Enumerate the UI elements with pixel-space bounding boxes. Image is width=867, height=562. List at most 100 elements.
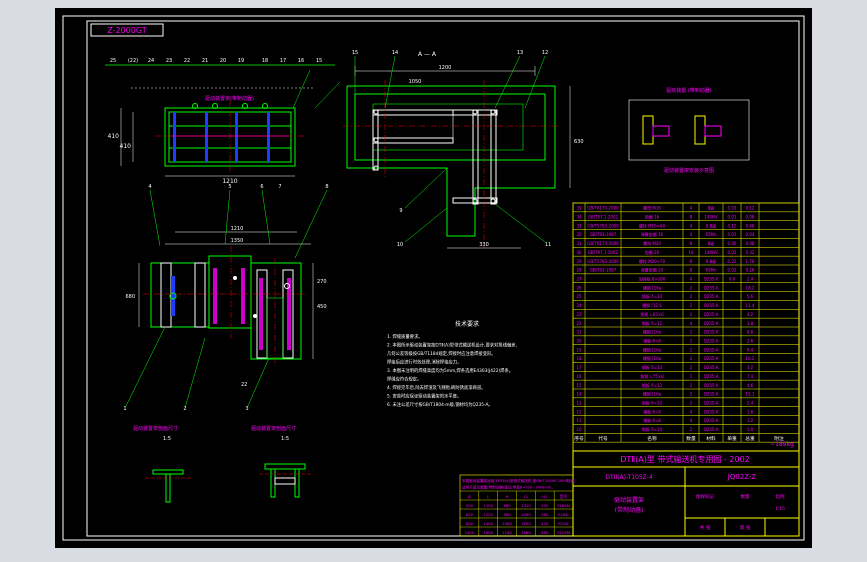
bom-cell: 65Mn: [705, 232, 717, 237]
bom-cell: 1: [690, 374, 693, 379]
bom-cell: 垫圈 20: [645, 249, 660, 255]
revision-cell: 1250: [483, 512, 493, 517]
cell-qty: 数量: [741, 493, 750, 500]
bom-cell: 4: [690, 232, 693, 237]
inset-caption: 驱动装置架安装示意图: [664, 167, 714, 174]
revision-cell: 335: [541, 503, 549, 508]
bom-cell: 140HV: [704, 250, 718, 255]
title-line: DTⅡ(A)型 带式输送机专用图 - 2002: [620, 454, 750, 464]
bom-cell: GB/T93-1987: [590, 232, 617, 237]
callout-top-10: 16: [298, 58, 304, 64]
dim-front-2: 1350: [231, 238, 244, 244]
bom-header: 序号: [574, 435, 584, 442]
bom-cell: 22: [576, 321, 582, 326]
bom-cell: 4: [690, 223, 693, 228]
revision-cell: 1060: [502, 521, 512, 526]
bom-cell: 0.01: [728, 215, 737, 220]
bom-cell: 27: [576, 277, 582, 282]
bom-cell: 33: [576, 223, 582, 228]
callout-section-2: 11: [545, 242, 551, 248]
bom-cell: 4.6: [747, 383, 754, 388]
bom-cell: 8级: [708, 205, 715, 211]
revision-cell: 650: [466, 512, 474, 517]
bom-cell: GB/T93-1987: [590, 268, 617, 273]
revision-cell: L1: [524, 494, 529, 499]
tech-requirements: 技术要求 1. 焊缝质量要求。2. 本图所示驱动装置架按DTⅡ(A)型带式输送机…: [387, 320, 517, 408]
bom-cell: Q235-A: [704, 409, 719, 414]
bom-cell: 16: [688, 250, 694, 255]
bom-header: 单重: [727, 435, 737, 442]
revision-cell: Y225M: [557, 530, 570, 535]
bom-cell: 8级: [708, 240, 715, 246]
cell-scale-label: 比例: [776, 493, 785, 500]
bom-cell: 8: [690, 215, 693, 220]
bom-cell: 26: [576, 285, 582, 290]
bom-cell: GB/T6170-2000: [587, 206, 619, 211]
bom-cell: 12: [576, 409, 582, 414]
bom-header: 名称: [647, 435, 657, 442]
revision-cell: 型号: [560, 494, 568, 499]
bom-cell: 0.02: [728, 268, 737, 273]
dim-top-h1: 410: [108, 133, 120, 140]
bom-cell: 65Mn: [705, 268, 717, 273]
bom-cell: 34: [576, 215, 582, 220]
bom-cell: 2: [690, 401, 693, 406]
dim-top-width: 1210: [222, 178, 237, 185]
bom-cell: 8: [690, 268, 693, 273]
bom-cell: 24: [576, 303, 582, 308]
bom-cell: 13: [576, 401, 582, 406]
bom-cell: 弹簧垫圈 20: [641, 267, 664, 273]
cell-mark: 图样标记: [696, 493, 714, 500]
revision-cell: H: [506, 494, 509, 499]
bom-cell: 7.4: [747, 374, 754, 379]
bom-cell: 2: [690, 339, 693, 344]
bom-cell: 32: [576, 232, 582, 237]
bom-cell: 25: [576, 294, 582, 299]
bom-cell: 9.4: [747, 347, 754, 352]
bom-cell: 钢板 δ=8: [643, 417, 661, 423]
revision-cell: 860: [503, 503, 511, 508]
tech-req-line: 3. 本图未注明的焊缝高度均为5mm,焊条选用E4303(J422)焊条。: [387, 367, 513, 374]
bom-cell: 0.12: [728, 223, 737, 228]
bom-cell: 2: [690, 285, 693, 290]
drawing-no: JQ02Z-Z: [727, 473, 757, 481]
bom-cell: 0.6: [729, 277, 736, 282]
bom-cell: 4: [690, 418, 693, 423]
bom-cell: 钢板 δ=10: [642, 426, 663, 432]
bom-cell: 1: [690, 330, 693, 335]
bom-cell: Q235-A: [704, 321, 719, 326]
bom-cell: 槽钢 [16a: [643, 284, 662, 290]
detail-sections: 驱动装置架剖面尺寸 1:5 驱动装置架剖面尺寸 1:5: [133, 425, 311, 503]
bom-cell: 2: [690, 383, 693, 388]
side-view-label: 驱动装置架(带制动器): [205, 95, 254, 102]
bom-cell: 2: [690, 427, 693, 432]
bom-cell: 螺母 M20: [643, 240, 661, 246]
bom-cell: 螺栓 M20×70: [639, 258, 666, 264]
bom-cell: 钢板 δ=12: [642, 382, 663, 388]
revision-note: 适用于驱动装置(带制动器)驱动,带宽B=500~1400mm。: [462, 485, 555, 490]
callout-front-2: 6: [260, 184, 263, 190]
tech-req-line: 6. 未注公差尺寸按GB/T1804-m级,钢材均为Q235-A。: [387, 401, 493, 408]
detail-right-title: 驱动装置架剖面尺寸: [251, 425, 296, 432]
bom-cell: 28: [576, 268, 582, 273]
bom-cell: 8: [690, 241, 693, 246]
bom-cell: 1.0: [747, 427, 754, 432]
section-a-a: A — A 1200: [343, 51, 584, 249]
callout-top-9: 17: [280, 58, 286, 64]
frame-code: Z-2000GT: [107, 26, 147, 35]
callout-section-top-0: 15: [352, 50, 358, 56]
callout-front-7: 3: [245, 406, 248, 412]
callout-front-3: 7: [278, 184, 281, 190]
revision-cell: 1490: [521, 512, 531, 517]
dim-front-6: 22: [241, 382, 247, 388]
bom-cell: GB/T5783-2000: [587, 259, 619, 264]
mass: ~189kg: [770, 441, 794, 448]
bom-cell: Q235-A: [704, 277, 719, 282]
bom-cell: 螺栓 M16×60: [639, 222, 666, 228]
bom-cell: 1: [690, 347, 693, 352]
